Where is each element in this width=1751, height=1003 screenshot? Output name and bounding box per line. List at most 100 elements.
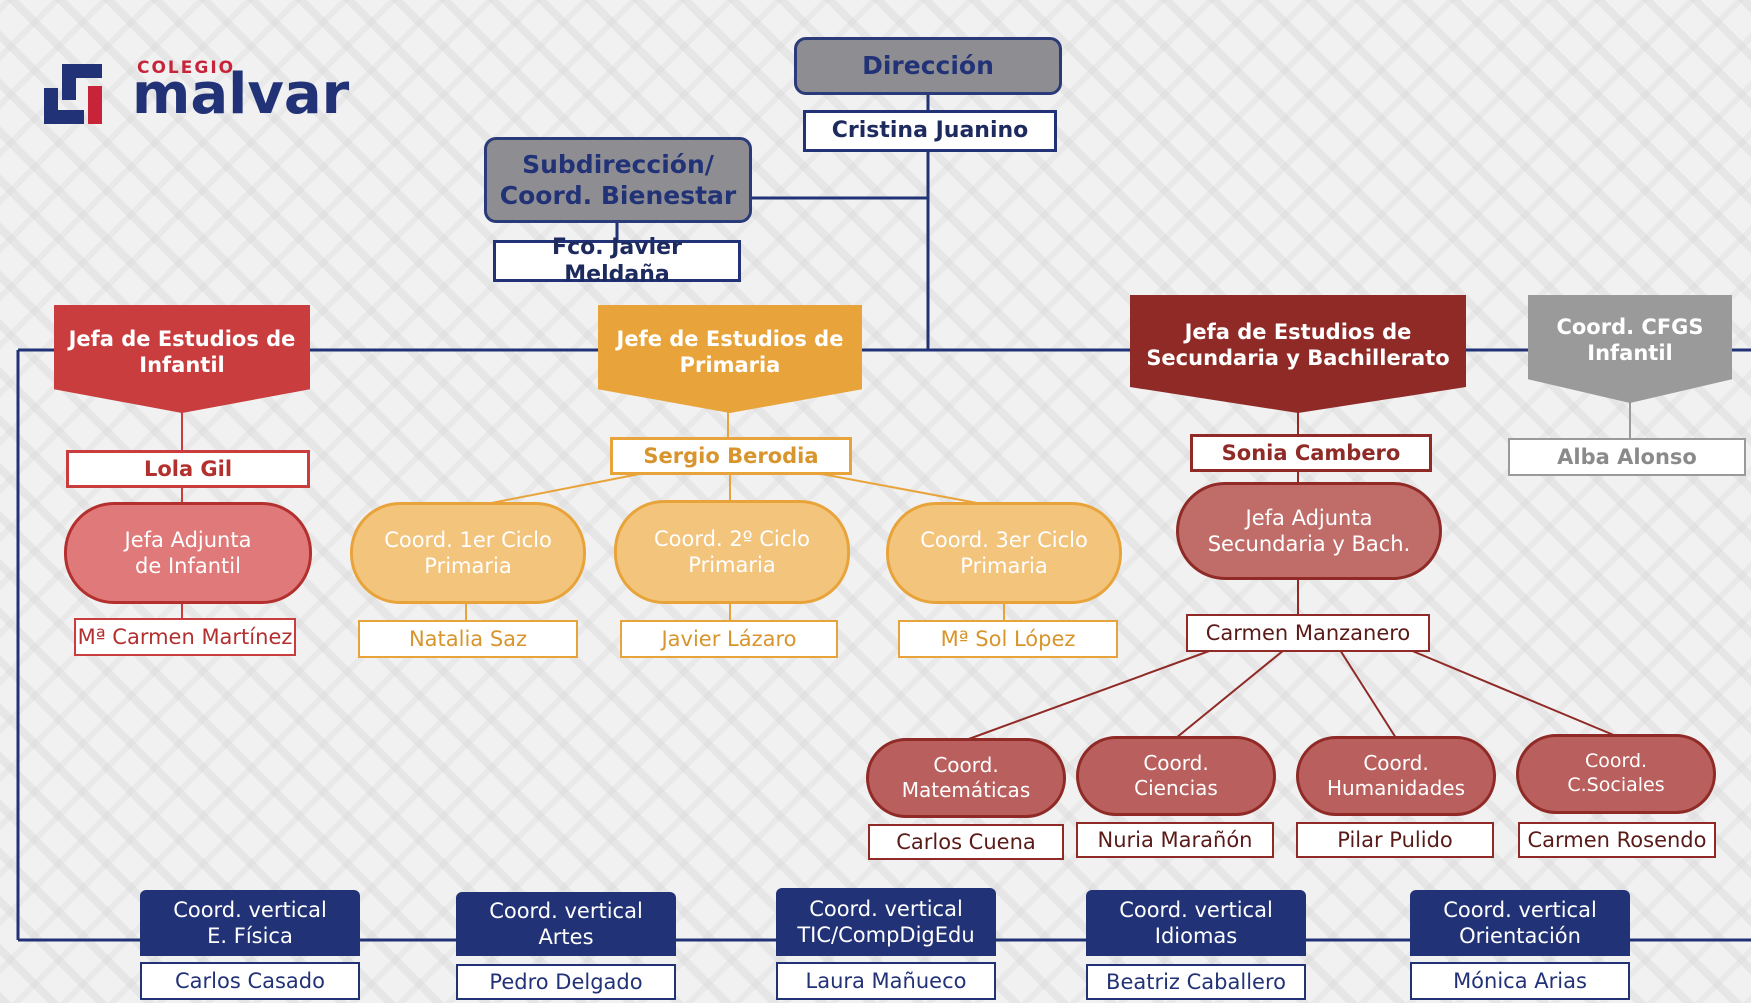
infantil-adjunta-line1: Jefa Adjunta [124, 527, 252, 552]
vertical1-line1: Coord. vertical [173, 897, 327, 922]
vertical3-name: Laura Mañueco [805, 968, 967, 993]
sec-coord3-name: Pilar Pulido [1337, 827, 1453, 852]
sec-coord4-line2: C.Sociales [1567, 774, 1665, 796]
logo-big-text: malvar [132, 62, 350, 127]
vertical-idiomas-box: Coord. vertical Idiomas [1086, 890, 1306, 956]
vertical5-name-box: Mónica Arias [1410, 962, 1630, 1000]
vertical1-line2: E. Física [207, 924, 293, 948]
secundaria-adjunta-pill: Jefa Adjunta Secundaria y Bach. [1176, 482, 1442, 580]
sec-coord4-name: Carmen Rosendo [1527, 827, 1707, 852]
sec-coord2-name-box: Nuria Marañón [1076, 822, 1274, 858]
sec-coord4-name-box: Carmen Rosendo [1518, 822, 1716, 858]
primaria-ciclo1-line [465, 469, 661, 509]
vertical3-line2: TIC/CompDigEdu [797, 923, 975, 947]
primaria-banner: Jefe de Estudios de Primaria [598, 305, 862, 413]
vertical4-name: Beatriz Caballero [1106, 969, 1286, 994]
vertical4-line2: Idiomas [1154, 924, 1238, 948]
vertical5-line2: Orientación [1459, 924, 1581, 948]
ciclo2-line2: Primaria [688, 553, 776, 577]
secundaria-adjunta-line2: Secundaria y Bach. [1207, 532, 1411, 556]
ciclo3-line2: Primaria [960, 554, 1048, 578]
infantil-title-line1: Jefa de Estudios de [68, 326, 296, 351]
primaria-head-name: Sergio Berodia [643, 443, 819, 468]
subdireccion-box: Subdirección/ Coord. Bienestar [484, 137, 752, 223]
ciclo1-name: Natalia Saz [408, 626, 528, 651]
ciclo1-line1: Coord. 1er Ciclo [384, 527, 552, 552]
cfgs-head-box: Alba Alonso [1508, 438, 1746, 476]
ciclo1-name-box: Natalia Saz [358, 620, 578, 658]
ciclo3-name-box: Mª Sol López [898, 620, 1118, 658]
cfgs-banner: Coord. CFGS Infantil [1528, 295, 1732, 403]
sec-coord2-line1: Coord. [1143, 751, 1209, 775]
subdireccion-name-box: Fco. Javier Meldaña [493, 235, 741, 287]
sec-coord1-name-box: Carlos Cuena [868, 824, 1064, 860]
subdireccion-title-line2: Coord. Bienestar [499, 181, 737, 210]
ciclo2-name: Javier Lázaro [661, 626, 797, 651]
vertical4-line1: Coord. vertical [1119, 897, 1273, 922]
vertical2-line2: Artes [538, 925, 594, 949]
primaria-title-line2: Primaria [679, 353, 781, 377]
sec-coord-ciencias-pill: Coord. Ciencias [1076, 736, 1276, 816]
direccion-title: Dirección [862, 51, 994, 81]
logo-small-text: COLEGIO [137, 58, 236, 78]
vertical3-name-box: Laura Mañueco [776, 962, 996, 1000]
vertical4-name-box: Beatriz Caballero [1086, 964, 1306, 1000]
primaria-ciclo3-pill: Coord. 3er Ciclo Primaria [886, 502, 1122, 604]
vertical-orientacion-box: Coord. vertical Orientación [1410, 890, 1630, 956]
ciclo2-line1: Coord. 2º Ciclo [654, 526, 810, 551]
subdireccion-name: Fco. Javier Meldaña [552, 234, 682, 288]
vertical-efisica-box: Coord. vertical E. Física [140, 890, 360, 956]
vertical1-name-box: Carlos Casado [140, 962, 360, 1000]
ciclo3-name: Mª Sol López [940, 626, 1076, 651]
vertical1-name: Carlos Casado [175, 968, 325, 993]
infantil-adjunta-line2: de Infantil [135, 554, 241, 578]
secundaria-banner: Jefa de Estudios de Secundaria y Bachill… [1130, 295, 1466, 413]
direccion-box: Dirección [794, 37, 1062, 95]
cfgs-title-line1: Coord. CFGS [1556, 314, 1704, 339]
sec-coord2-name: Nuria Marañón [1097, 827, 1253, 852]
sec-coord3-line1: Coord. [1363, 751, 1429, 775]
primaria-ciclo1-pill: Coord. 1er Ciclo Primaria [350, 502, 586, 604]
sec-coord-humanidades-pill: Coord. Humanidades [1296, 736, 1496, 816]
sec-coord-matematicas-pill: Coord. Matemáticas [866, 738, 1066, 818]
sec-coord-csociales-pill: Coord. C.Sociales [1516, 734, 1716, 814]
vertical5-line1: Coord. vertical [1443, 897, 1597, 922]
direccion-name: Cristina Juanino [831, 118, 1029, 144]
sec-coord1-line1: Coord. [933, 753, 999, 777]
ciclo3-line1: Coord. 3er Ciclo [920, 527, 1088, 552]
secundaria-title-line2: Secundaria y Bachillerato [1146, 346, 1450, 370]
sec-coord4-line [1409, 649, 1617, 737]
primaria-head-box: Sergio Berodia [610, 437, 852, 475]
infantil-head-name: Lola Gil [143, 456, 233, 481]
sec-coord3-name-box: Pilar Pulido [1296, 822, 1494, 858]
vertical2-name-box: Pedro Delgado [456, 964, 676, 1000]
infantil-title-line2: Infantil [139, 353, 225, 377]
vertical2-line1: Coord. vertical [489, 898, 643, 923]
secundaria-head-box: Sonia Cambero [1190, 434, 1432, 472]
sec-coord2-line2: Ciencias [1134, 776, 1218, 800]
ciclo2-name-box: Javier Lázaro [620, 620, 838, 658]
ciclo1-line2: Primaria [424, 554, 512, 578]
sec-coord3-line [1339, 649, 1397, 739]
secundaria-adjunta-line1: Jefa Adjunta [1245, 505, 1373, 530]
vertical5-name: Mónica Arias [1453, 968, 1587, 993]
primaria-ciclo3-line [799, 469, 1005, 509]
primaria-title-line1: Jefe de Estudios de [616, 326, 844, 351]
infantil-adjunta-name-box: Mª Carmen Martínez [74, 618, 296, 656]
vertical-tic-box: Coord. vertical TIC/CompDigEdu [776, 888, 996, 956]
subdireccion-title-line1: Subdirección/ [522, 149, 714, 179]
secundaria-adjunta-name-box: Carmen Manzanero [1186, 614, 1430, 652]
sec-coord4-line1: Coord. [1584, 750, 1648, 773]
vertical-artes-box: Coord. vertical Artes [456, 892, 676, 956]
sec-coord1-line2: Matemáticas [901, 778, 1031, 802]
infantil-head-box: Lola Gil [66, 450, 310, 488]
primaria-ciclo2-pill: Coord. 2º Ciclo Primaria [614, 500, 850, 604]
malvar-logo-icon [44, 64, 102, 124]
infantil-banner: Jefa de Estudios de Infantil [54, 305, 310, 413]
sec-coord2-line [1175, 649, 1285, 739]
infantil-adjunta-pill: Jefa Adjunta de Infantil [64, 502, 312, 604]
sec-coord1-name: Carlos Cuena [896, 829, 1036, 854]
secundaria-head-name: Sonia Cambero [1221, 440, 1401, 465]
vertical3-line1: Coord. vertical [809, 896, 963, 921]
cfgs-head-name: Alba Alonso [1557, 444, 1697, 469]
